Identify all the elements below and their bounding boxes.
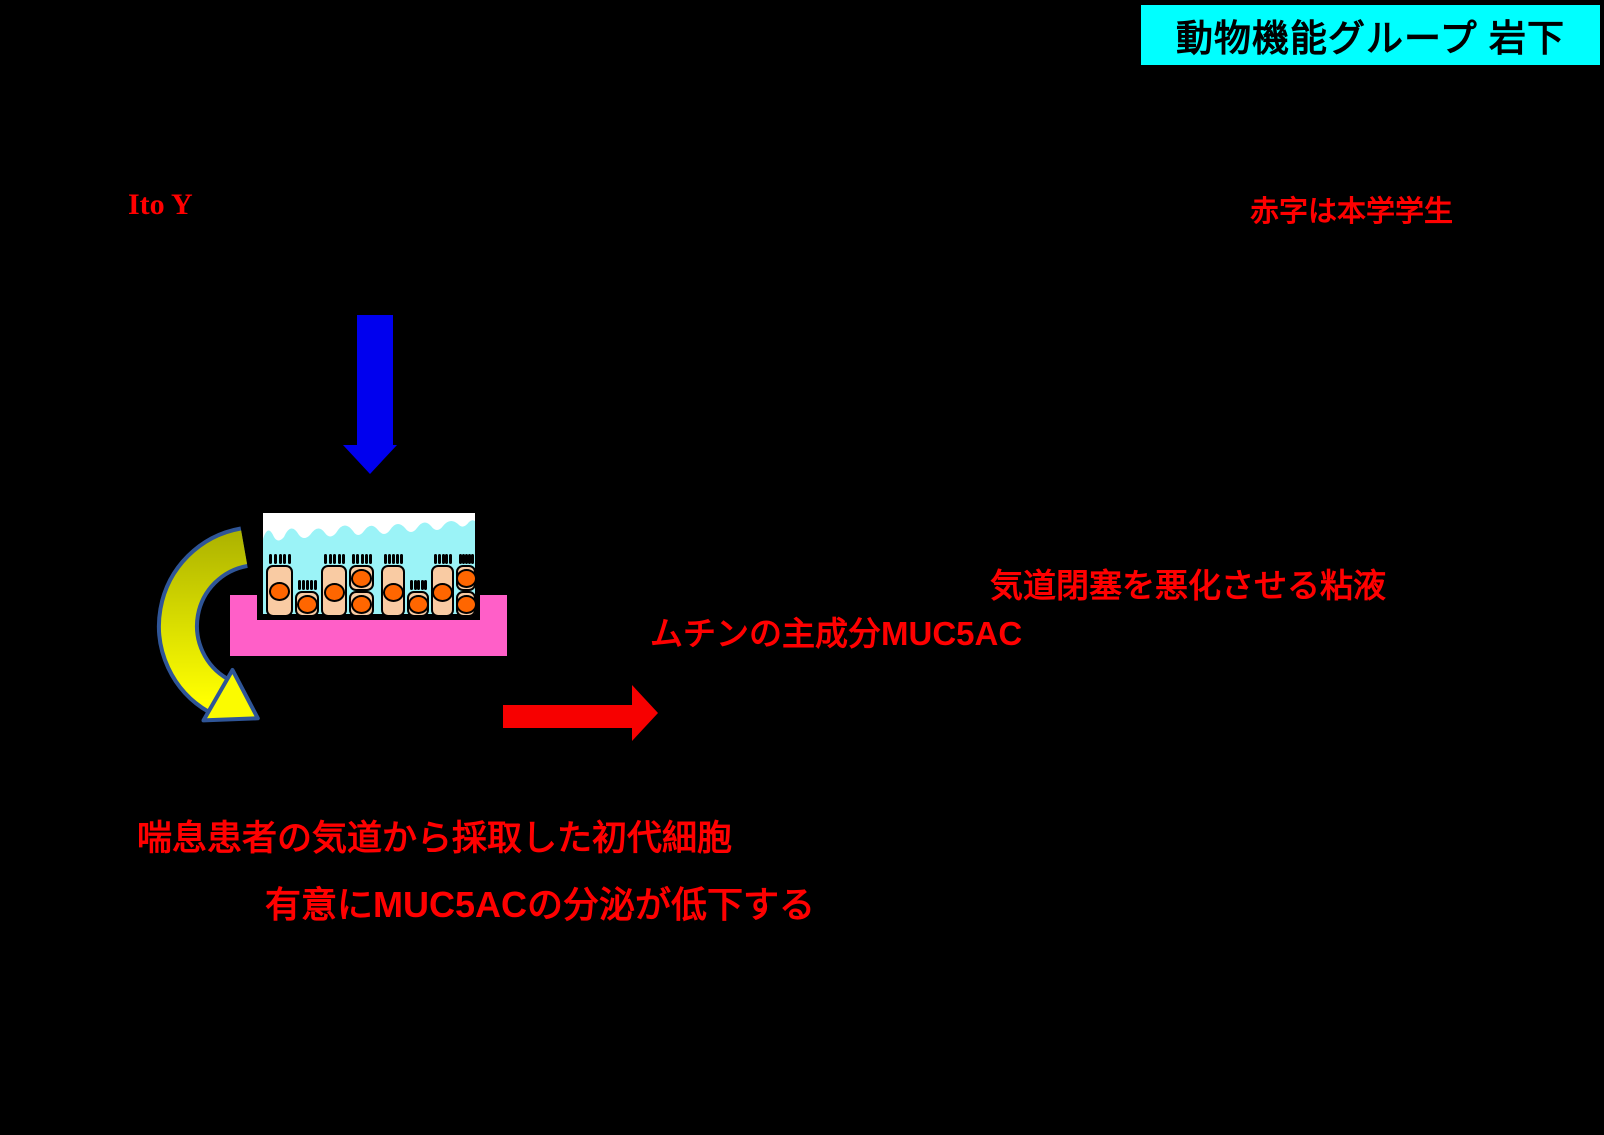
cilium xyxy=(298,580,301,590)
cell-nucleus xyxy=(351,569,372,588)
cilium xyxy=(417,580,420,590)
cilium xyxy=(445,554,449,564)
cilium xyxy=(364,554,368,564)
cell-nucleus xyxy=(351,595,372,614)
cilium xyxy=(369,554,372,564)
cilium xyxy=(288,554,291,564)
cilium xyxy=(396,554,399,564)
mucus-label: 気道閉塞を悪化させる粘液 xyxy=(990,567,1386,604)
cilium xyxy=(273,554,277,564)
red-right-arrow-head xyxy=(632,685,658,741)
cilium xyxy=(424,580,427,590)
insert-left-wall xyxy=(257,509,262,620)
cilium xyxy=(410,580,413,590)
cilium xyxy=(360,554,364,564)
cilium xyxy=(356,554,360,564)
cilium xyxy=(302,580,305,590)
cell-nucleus xyxy=(408,595,429,614)
cilium xyxy=(352,554,355,564)
cilium xyxy=(449,554,452,564)
cilium xyxy=(468,554,471,564)
cilium xyxy=(462,554,465,564)
cilium xyxy=(337,554,341,564)
red-right-arrow-shaft xyxy=(503,705,633,728)
insert-membrane xyxy=(262,614,475,620)
cilium xyxy=(459,554,462,564)
cilium xyxy=(388,554,391,564)
yellow-curved-arrow xyxy=(157,526,260,723)
student-note: 赤字は本学学生 xyxy=(1250,196,1454,228)
cell-nucleus xyxy=(432,583,453,602)
cilium xyxy=(283,554,287,564)
cilium xyxy=(392,554,395,564)
cilium xyxy=(471,554,474,564)
cilium xyxy=(413,580,417,590)
cell-nucleus xyxy=(383,583,404,602)
cilium xyxy=(324,554,327,564)
author-name: Ito Y xyxy=(128,188,193,221)
cilium xyxy=(342,554,345,564)
cilium xyxy=(333,554,336,564)
cilium xyxy=(328,554,332,564)
cilium xyxy=(384,554,387,564)
cell-nucleus xyxy=(456,595,477,614)
cilium xyxy=(420,580,424,590)
cilium xyxy=(310,580,313,590)
cell-nucleus xyxy=(269,582,290,601)
cilium xyxy=(400,554,403,564)
group-badge: 動物機能グループ 岩下 xyxy=(1141,5,1600,65)
cell-nucleus xyxy=(297,595,318,614)
cilium xyxy=(278,554,282,564)
cilium xyxy=(441,554,445,564)
blue-down-arrow-shaft xyxy=(357,315,393,446)
cilium xyxy=(434,554,437,564)
primary-cells-label: 喘息患者の気道から採取した初代細胞 xyxy=(137,819,733,858)
mucin-label: ムチンの主成分MUC5AC xyxy=(650,615,1023,652)
blue-down-arrow-head xyxy=(343,445,397,474)
cilium xyxy=(306,580,309,590)
cell-nucleus xyxy=(456,569,477,588)
cilium xyxy=(314,580,317,590)
dish-bottom xyxy=(230,620,507,656)
group-badge-label: 動物機能グループ 岩下 xyxy=(1175,18,1566,59)
cilium xyxy=(437,554,441,564)
cilium xyxy=(465,554,468,564)
cilium xyxy=(269,554,272,564)
cell-nucleus xyxy=(324,583,345,602)
result-label: 有意にMUC5ACの分泌が低下する xyxy=(265,884,816,925)
